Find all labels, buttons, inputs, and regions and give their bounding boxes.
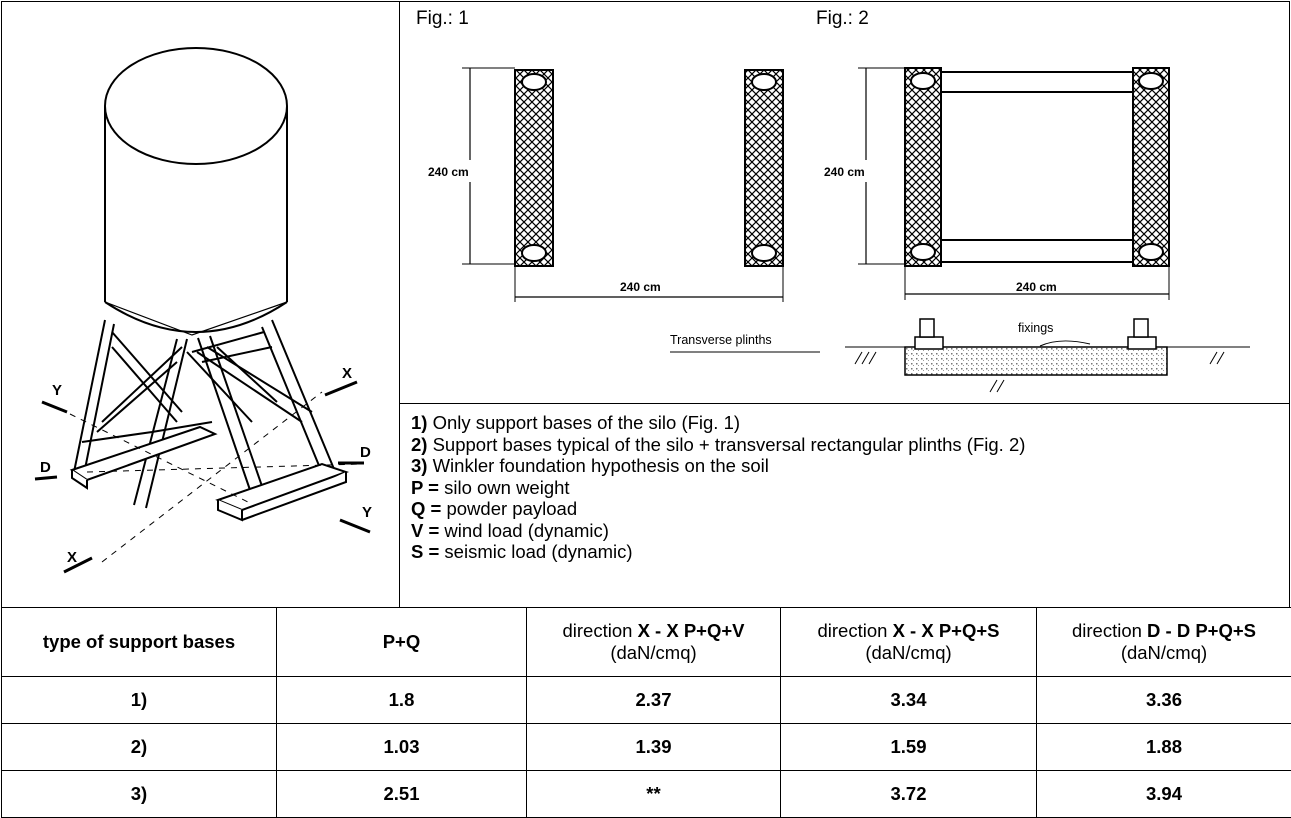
legend-key: 3) xyxy=(411,455,427,476)
header-d-d-pqs: direction D - D P+Q+S(daN/cmq) xyxy=(1037,608,1291,677)
fixings-label: fixings xyxy=(1018,321,1053,335)
legend-item: 2) Support bases typical of the silo + t… xyxy=(411,434,1025,456)
legend-key: Q = xyxy=(411,498,441,519)
legend-item: S = seismic load (dynamic) xyxy=(411,541,1025,563)
header-type-of-support-bases: type of support bases xyxy=(2,608,277,677)
legend-text: silo own weight xyxy=(439,477,570,498)
header-unit: (daN/cmq) xyxy=(865,642,951,663)
axis-label-x-top: X xyxy=(342,365,352,382)
transverse-plinths-label: Transverse plinths xyxy=(670,333,772,347)
foundation-plans: 240 cm 240 cm xyxy=(400,2,1288,402)
table-cell: ** xyxy=(527,771,781,818)
header-prefix: direction xyxy=(562,620,637,641)
axis-label-y-right: Y xyxy=(362,504,372,521)
table-cell: 1.39 xyxy=(527,724,781,771)
silo-base-plinths xyxy=(72,427,346,520)
legend-item: Q = powder payload xyxy=(411,498,1025,520)
header-unit: (daN/cmq) xyxy=(610,642,696,663)
table-cell: 2.51 xyxy=(277,771,527,818)
header-p-plus-q: P+Q xyxy=(277,608,527,677)
axis-label-d-left: D xyxy=(40,459,51,476)
header-text: type of support bases xyxy=(43,631,235,652)
fig2-dim-vertical: 240 cm xyxy=(824,165,865,179)
legend-text: wind load (dynamic) xyxy=(439,520,609,541)
legend-key: 2) xyxy=(411,434,427,455)
legend-text: seismic load (dynamic) xyxy=(439,541,632,562)
header-prefix: direction xyxy=(1072,620,1147,641)
legend-key: P = xyxy=(411,477,439,498)
silo-illustration: Y X D D Y X xyxy=(2,2,398,606)
legend-text: Only support bases of the silo (Fig. 1) xyxy=(427,412,740,433)
legend-item: 3) Winkler foundation hypothesis on the … xyxy=(411,455,1025,477)
fig1-dim-vertical: 240 cm xyxy=(428,165,469,179)
silo-top-ellipse xyxy=(105,48,287,164)
table-cell: 3.94 xyxy=(1037,771,1291,818)
table-cell: 2.37 xyxy=(527,677,781,724)
header-unit: (daN/cmq) xyxy=(1121,642,1207,663)
header-text: X - X P+Q+V xyxy=(638,620,745,641)
legend-list: 1) Only support bases of the silo (Fig. … xyxy=(411,412,1025,563)
fig2-dim-horizontal: 240 cm xyxy=(1016,280,1057,294)
table-cell: 2) xyxy=(2,724,277,771)
table-cell: 3.72 xyxy=(781,771,1037,818)
fig2-plan: 240 cm 240 cm xyxy=(820,68,1169,300)
table-header-row: type of support bases P+Q direction X - … xyxy=(2,608,1291,677)
legend-item: V = wind load (dynamic) xyxy=(411,520,1025,542)
results-table: type of support bases P+Q direction X - … xyxy=(1,607,1291,818)
legend-text: powder payload xyxy=(441,498,577,519)
header-x-x-pqv: direction X - X P+Q+V(daN/cmq) xyxy=(527,608,781,677)
table-row: 3) 2.51 ** 3.72 3.94 xyxy=(2,771,1291,818)
header-text: X - X P+Q+S xyxy=(893,620,1000,641)
table-cell: 1.59 xyxy=(781,724,1037,771)
table-row: 2) 1.03 1.39 1.59 1.88 xyxy=(2,724,1291,771)
header-text: P+Q xyxy=(383,631,421,652)
table-cell: 1.8 xyxy=(277,677,527,724)
legend-key: V = xyxy=(411,520,439,541)
table-cell: 3.36 xyxy=(1037,677,1291,724)
legend-key: 1) xyxy=(411,412,427,433)
axis-label-x-bottom: X xyxy=(67,549,77,566)
fig1-dim-horizontal: 240 cm xyxy=(620,280,661,294)
axis-label-y-left: Y xyxy=(52,382,62,399)
legend-item: 1) Only support bases of the silo (Fig. … xyxy=(411,412,1025,434)
foundation-figures-cell: Fig.: 1 Fig.: 2 xyxy=(399,1,1290,404)
legend-text: Support bases typical of the silo + tran… xyxy=(427,434,1025,455)
fig1-plan: 240 cm 240 cm xyxy=(424,68,783,302)
header-prefix: direction xyxy=(817,620,892,641)
table-cell: 1) xyxy=(2,677,277,724)
header-x-x-pqs: direction X - X P+Q+S(daN/cmq) xyxy=(781,608,1037,677)
legend-text: Winkler foundation hypothesis on the soi… xyxy=(427,455,768,476)
fig2-section: Transverse plinths fixings xyxy=(670,319,1250,392)
silo-drawing-cell: Y X D D Y X xyxy=(1,1,400,608)
table-cell: 3) xyxy=(2,771,277,818)
table-cell: 3.34 xyxy=(781,677,1037,724)
header-text: D - D P+Q+S xyxy=(1147,620,1256,641)
legend-key: S = xyxy=(411,541,439,562)
table-cell: 1.03 xyxy=(277,724,527,771)
axis-label-d-right: D xyxy=(360,444,371,461)
table-row: 1) 1.8 2.37 3.34 3.36 xyxy=(2,677,1291,724)
legend-item: P = silo own weight xyxy=(411,477,1025,499)
table-cell: 1.88 xyxy=(1037,724,1291,771)
